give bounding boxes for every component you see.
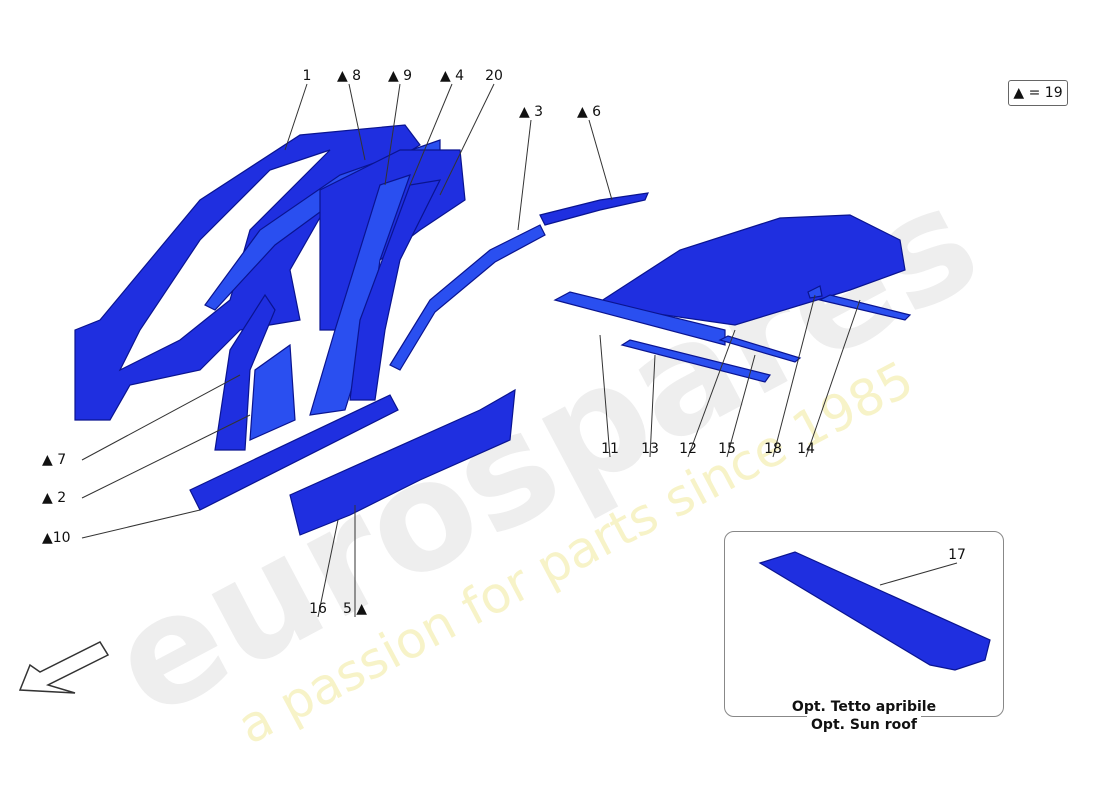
- caption-italian: Opt. Tetto apribile: [787, 698, 941, 716]
- leader-line: [588, 119, 613, 201]
- callout-label: ▲10: [42, 530, 71, 546]
- leader-line: [284, 83, 308, 151]
- caption-english: Opt. Sun roof: [807, 716, 921, 734]
- callout-label: ▲ 3: [519, 104, 543, 120]
- leader-line: [517, 119, 532, 231]
- callout-label: 1: [303, 68, 312, 84]
- part-sill-inner[interactable]: [189, 394, 399, 511]
- leader-line: [81, 414, 251, 499]
- part-bracket-18[interactable]: [807, 285, 823, 299]
- inset-caption: Opt. Tetto apribile Opt. Sun roof: [724, 698, 1004, 734]
- part-header-rail[interactable]: [539, 192, 649, 226]
- sunroof-inset: [724, 531, 1004, 717]
- callout-labels: 1 ▲ 8 ▲ 9 ▲ 4 20 ▲ 3 ▲ 6 ▲ 7 ▲ 2 ▲10 16 5 ▲ 11 13 12 15…: [42, 68, 966, 618]
- part-pillar-reinforcement[interactable]: [349, 179, 442, 401]
- leader-line: [317, 519, 339, 618]
- part-roof-crossmember-13[interactable]: [620, 339, 772, 383]
- front-direction-arrow-icon: [18, 641, 110, 694]
- leader-line: [772, 294, 816, 458]
- callout-label: ▲ 6: [577, 104, 601, 120]
- callout-label: 5 ▲: [343, 601, 367, 617]
- legend-box: ▲ = 19: [1008, 80, 1068, 106]
- callout-label: 16: [309, 601, 327, 617]
- leader-line: [726, 354, 756, 458]
- part-roof-crossmember-11[interactable]: [553, 291, 726, 346]
- part-hinge-pillar[interactable]: [249, 343, 296, 441]
- part-roof-crossmember-14[interactable]: [818, 294, 912, 321]
- callout-label: 18: [764, 441, 782, 457]
- leader-line: [439, 83, 495, 196]
- callout-label: ▲ 9: [388, 68, 412, 84]
- leader-line: [805, 299, 861, 458]
- callout-label: 12: [679, 441, 697, 457]
- callout-label: 14: [797, 441, 815, 457]
- part-a-pillar-inner[interactable]: [214, 293, 276, 451]
- leader-line: [384, 83, 401, 186]
- leader-line: [649, 354, 656, 458]
- callout-label: 11: [601, 441, 619, 457]
- leader-line: [81, 509, 201, 539]
- callout-label: 17: [948, 547, 966, 563]
- leader-line: [687, 329, 736, 458]
- callout-label: 13: [641, 441, 659, 457]
- part-roof-bow-front[interactable]: [389, 224, 546, 371]
- leader-line: [409, 83, 453, 186]
- callout-label: 15: [718, 441, 736, 457]
- leader-line: [348, 83, 366, 161]
- part-outer-sill[interactable]: [289, 388, 516, 536]
- leader-line: [879, 562, 958, 586]
- part-sunroof-frame[interactable]: [758, 551, 991, 671]
- part-roof-crossmember-15[interactable]: [718, 335, 802, 363]
- callout-label: ▲ 2: [42, 490, 66, 506]
- leader-line: [81, 374, 241, 461]
- callout-label: 20: [485, 68, 503, 84]
- leader-line: [599, 334, 611, 458]
- callout-label: ▲ 8: [337, 68, 361, 84]
- callout-label: ▲ 7: [42, 452, 66, 468]
- callout-label: ▲ 4: [440, 68, 464, 84]
- part-roof-panel[interactable]: [593, 214, 906, 326]
